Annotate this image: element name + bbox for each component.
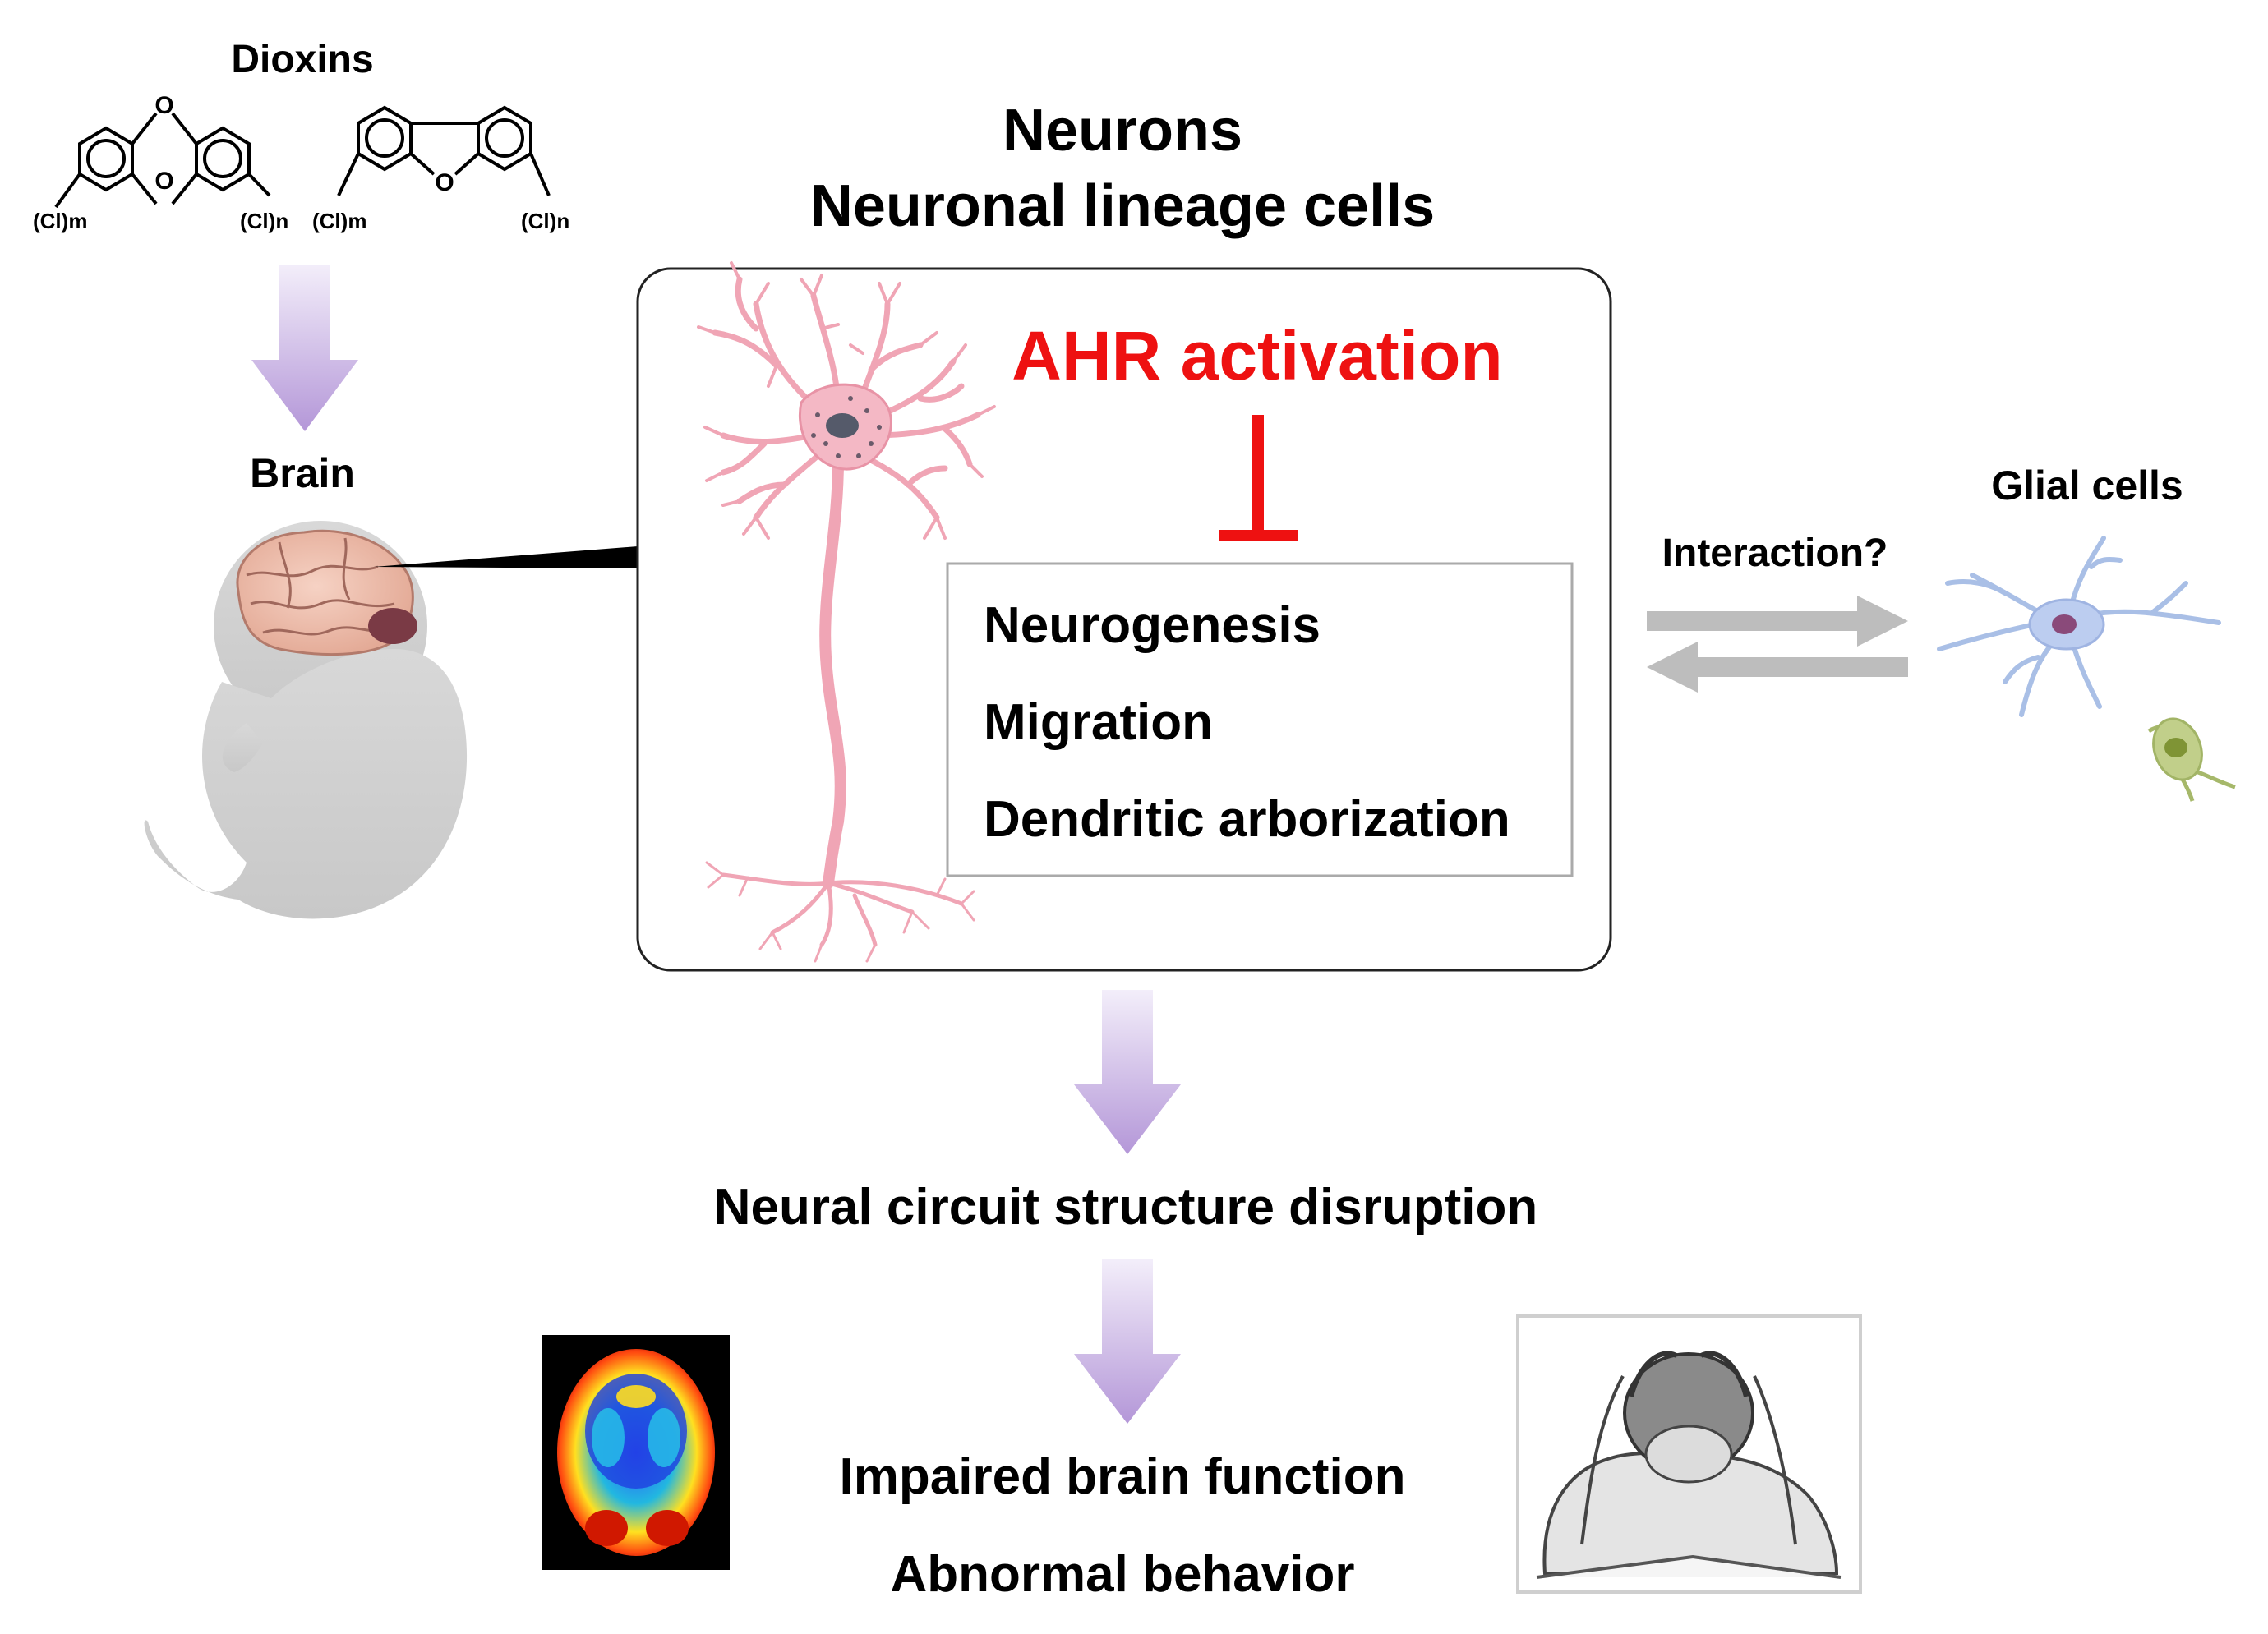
neuron-soma [799, 383, 892, 471]
process-dendritic-arborization: Dendritic arborization [984, 791, 1510, 848]
cl-m-label-2: (Cl)m [312, 209, 366, 233]
ahr-activation-label: AHR activation [1012, 317, 1502, 394]
furan-oxygen-label: O [435, 169, 454, 196]
neuronal-lineage-title: Neuronal lineage cells [810, 173, 1435, 239]
pet-scan-image [542, 1335, 730, 1570]
dibenzofuran-structure [337, 105, 551, 196]
process-neurogenesis: Neurogenesis [984, 597, 1321, 654]
brain-label: Brain [250, 450, 355, 496]
interaction-label: Interaction? [1662, 532, 1888, 575]
stressed-child-illustration [1516, 1314, 1862, 1594]
microglia-illustration [2147, 717, 2236, 802]
dioxins-section: Dioxins O O O (Cl) [33, 38, 569, 233]
neurons-title: Neurons [1003, 98, 1242, 163]
arrow-panel-to-circuit [1074, 990, 1181, 1154]
oxygen-label-bottom: O [154, 168, 173, 195]
arrow-dioxins-to-brain [251, 265, 358, 431]
impaired-function-label: Impaired brain function [840, 1448, 1406, 1505]
process-migration: Migration [984, 694, 1213, 751]
inhibition-symbol [1219, 415, 1298, 541]
cl-m-label-1: (Cl)m [33, 209, 87, 233]
oxygen-label-top: O [154, 92, 173, 119]
cl-n-label-1: (Cl)n [240, 209, 288, 233]
circuit-disruption-label: Neural circuit structure disruption [714, 1179, 1538, 1236]
processes-box [946, 562, 1574, 877]
brain-illustration [236, 529, 417, 656]
abnormal-behavior-label: Abnormal behavior [891, 1546, 1355, 1603]
arrow-circuit-to-function [1074, 1259, 1181, 1424]
arrow-from-glia [1647, 642, 1908, 693]
dioxins-title: Dioxins [231, 38, 373, 81]
astrocyte-body [2028, 598, 2105, 651]
cl-n-label-2: (Cl)n [521, 209, 569, 233]
dibenzo-dioxin-structure [54, 112, 271, 209]
arrow-to-glia [1647, 596, 1908, 647]
interaction-arrows [1647, 596, 1908, 693]
zoom-wedge [374, 546, 638, 568]
glial-cells-label: Glial cells [1991, 463, 2183, 509]
